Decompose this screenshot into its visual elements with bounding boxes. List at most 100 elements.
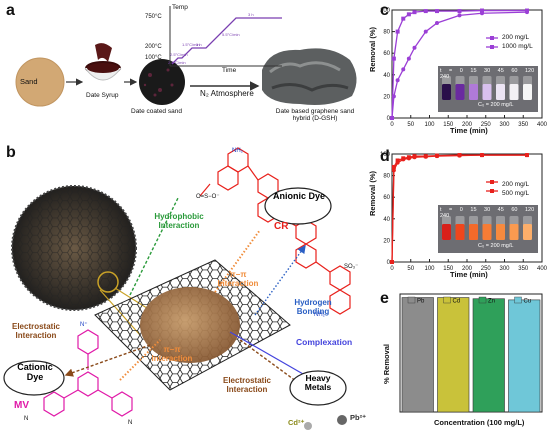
ramp-label-3: 1.5°C/min: [182, 42, 200, 47]
chart-d-xtick-label: 400: [537, 266, 548, 272]
chart-c-vial-liquid: [496, 84, 505, 100]
chart-c-xtick-label: 250: [481, 122, 492, 128]
chart-c-series-2-point: [390, 116, 394, 120]
chart-c-ytick-label: 60: [383, 51, 390, 57]
chart-d-series-2-point: [525, 153, 529, 158]
chart-d-series-2-point: [457, 153, 462, 158]
chart-d-ytick-label: 100: [380, 152, 391, 158]
hydrogen-bonding-label: Hydrogen Bonding: [294, 298, 332, 316]
chart-c-series-2-point: [457, 13, 462, 18]
chart-c-xlabel: Time (min): [450, 126, 488, 135]
chart-d-series-1-point: [395, 158, 400, 163]
pi-pi-bottom-line: [119, 339, 161, 381]
chart-d-series-2-point: [395, 160, 400, 165]
d-gsh-image: [262, 48, 357, 105]
chart-e-bar-zn: [472, 298, 505, 413]
chart-d-ytick-label: 20: [383, 238, 390, 244]
cd-ion: [304, 422, 312, 430]
chart-d-series-2-point: [480, 153, 484, 158]
heavy-metals-oval: [289, 370, 347, 406]
chart-d-vial-liquid: [496, 224, 505, 240]
chart-c-vial-liquid: [523, 84, 532, 100]
chart-d-xlabel: Time (min): [450, 270, 488, 279]
chart-d-xtick-label: 150: [443, 266, 454, 272]
d-gsh-label: Date based graphene sand hybrid (D-GSH): [275, 108, 355, 122]
chart-d-vial-liquid: [482, 224, 492, 240]
temp-tick-750: 750°C: [145, 14, 162, 20]
chart-d-ytick-label: 0: [387, 260, 391, 266]
chart-c-series-2-point: [395, 78, 400, 83]
chart-e-bar-cd: [437, 297, 470, 413]
svg-text:N⁺: N⁺: [80, 321, 88, 328]
chart-d-xtick-label: 200: [462, 266, 473, 272]
chart-c-legend-1000: 1000 mg/L: [502, 43, 533, 50]
sand-image: [16, 58, 64, 106]
chart-d-series-2-point: [412, 155, 417, 160]
chart-c-series-1-point: [480, 8, 484, 13]
chart-d-series-1-point: [391, 164, 396, 169]
chart-e-legend-swatch-cd: [443, 296, 451, 304]
chart-c-series-2-point: [525, 10, 529, 15]
ramp-label-6: 3 h: [248, 12, 254, 17]
hydrogen-bond-line: [254, 244, 306, 316]
chart-c-series-1-point: [423, 9, 428, 14]
panel-e-label: e: [380, 290, 389, 307]
chart-d-xtick-label: 350: [518, 266, 529, 272]
chart-c-xtick-label: 200: [462, 122, 473, 128]
chart-d-xtick-label: 300: [499, 266, 510, 272]
cationic-dye-oval: [3, 360, 65, 396]
chart-c-series-2-point: [391, 94, 396, 99]
chart-e-ylabel: % Removal: [382, 343, 391, 384]
chart-d-xtick-label: 250: [481, 266, 492, 272]
chart-c-series-2-point: [435, 20, 439, 25]
anionic-dye-label: Anionic Dye: [273, 191, 326, 201]
chart-c-vials: [442, 76, 532, 100]
chart-c-series-1-point: [435, 9, 439, 14]
chart-c-series-2-point: [423, 29, 428, 34]
svg-text:NH₂: NH₂: [232, 148, 244, 154]
chart-d-series-2-point: [391, 168, 396, 173]
chart-e-legend-swatch-zn: [478, 296, 487, 304]
chart-d-legend-500: 500 mg/L: [502, 190, 530, 197]
ramp-label-5: 5.5°C/min: [222, 32, 240, 37]
chart-c-legend-marker-2: [490, 45, 494, 49]
temp-axis-label: Temp: [172, 4, 188, 11]
chart-d-ytick-label: 60: [383, 195, 390, 201]
chart-c-xtick-label: 0: [390, 122, 394, 128]
chart-d-legend-marker-2: [490, 189, 494, 193]
chart-c-vial-liquid: [509, 84, 519, 100]
chart-c-vial-liquid: [455, 84, 465, 100]
chart-d-legend-200: 200 mg/L: [502, 181, 530, 188]
chart-d-vial-liquid: [509, 224, 519, 240]
panel-b-label: b: [6, 144, 16, 161]
chart-c-series-1-point: [406, 12, 411, 17]
complexation-line: [229, 331, 312, 379]
chart-e-legend-swatch-cu: [514, 296, 522, 304]
chart-e-xlabel: Concentration (100 mg/L): [434, 418, 525, 427]
chart-e-legend-pb: Pb: [417, 299, 425, 305]
chart-d-series-2-point: [435, 154, 439, 159]
chart-c-series-2-point: [412, 45, 417, 50]
svg-text:N: N: [24, 416, 28, 422]
cationic-dye-label: Cationic Dye: [17, 362, 53, 382]
mv-molecule: [43, 329, 133, 417]
chart-c-inset-times: t = 0 15 30 45 60 120 240: [440, 68, 535, 80]
svg-text:NH₂: NH₂: [314, 312, 326, 318]
cr-label: CR: [274, 221, 289, 232]
chart-c-series-1-point: [412, 10, 417, 15]
heavy-metals-label: Heavy Metals: [304, 373, 332, 392]
chart-c-legend-200: 200 mg/L: [502, 34, 530, 41]
date-coated-sand-label: Date coated sand: [131, 108, 182, 115]
sand-label: Sand: [20, 77, 38, 86]
chart-c-ytick-label: 80: [383, 30, 390, 36]
chart-c-ytick-label: 40: [383, 73, 390, 79]
chart-e-bar-cu: [508, 299, 541, 413]
chart-c-ytick-label: 20: [383, 94, 390, 100]
panel-a-figure: [15, 6, 357, 107]
chart-c-series-1-point: [395, 29, 400, 34]
chart-d-xtick-label: 50: [407, 266, 414, 272]
chart-d-xtick-label: 100: [424, 266, 435, 272]
date-syrup-label: Date Syrup: [86, 92, 119, 99]
